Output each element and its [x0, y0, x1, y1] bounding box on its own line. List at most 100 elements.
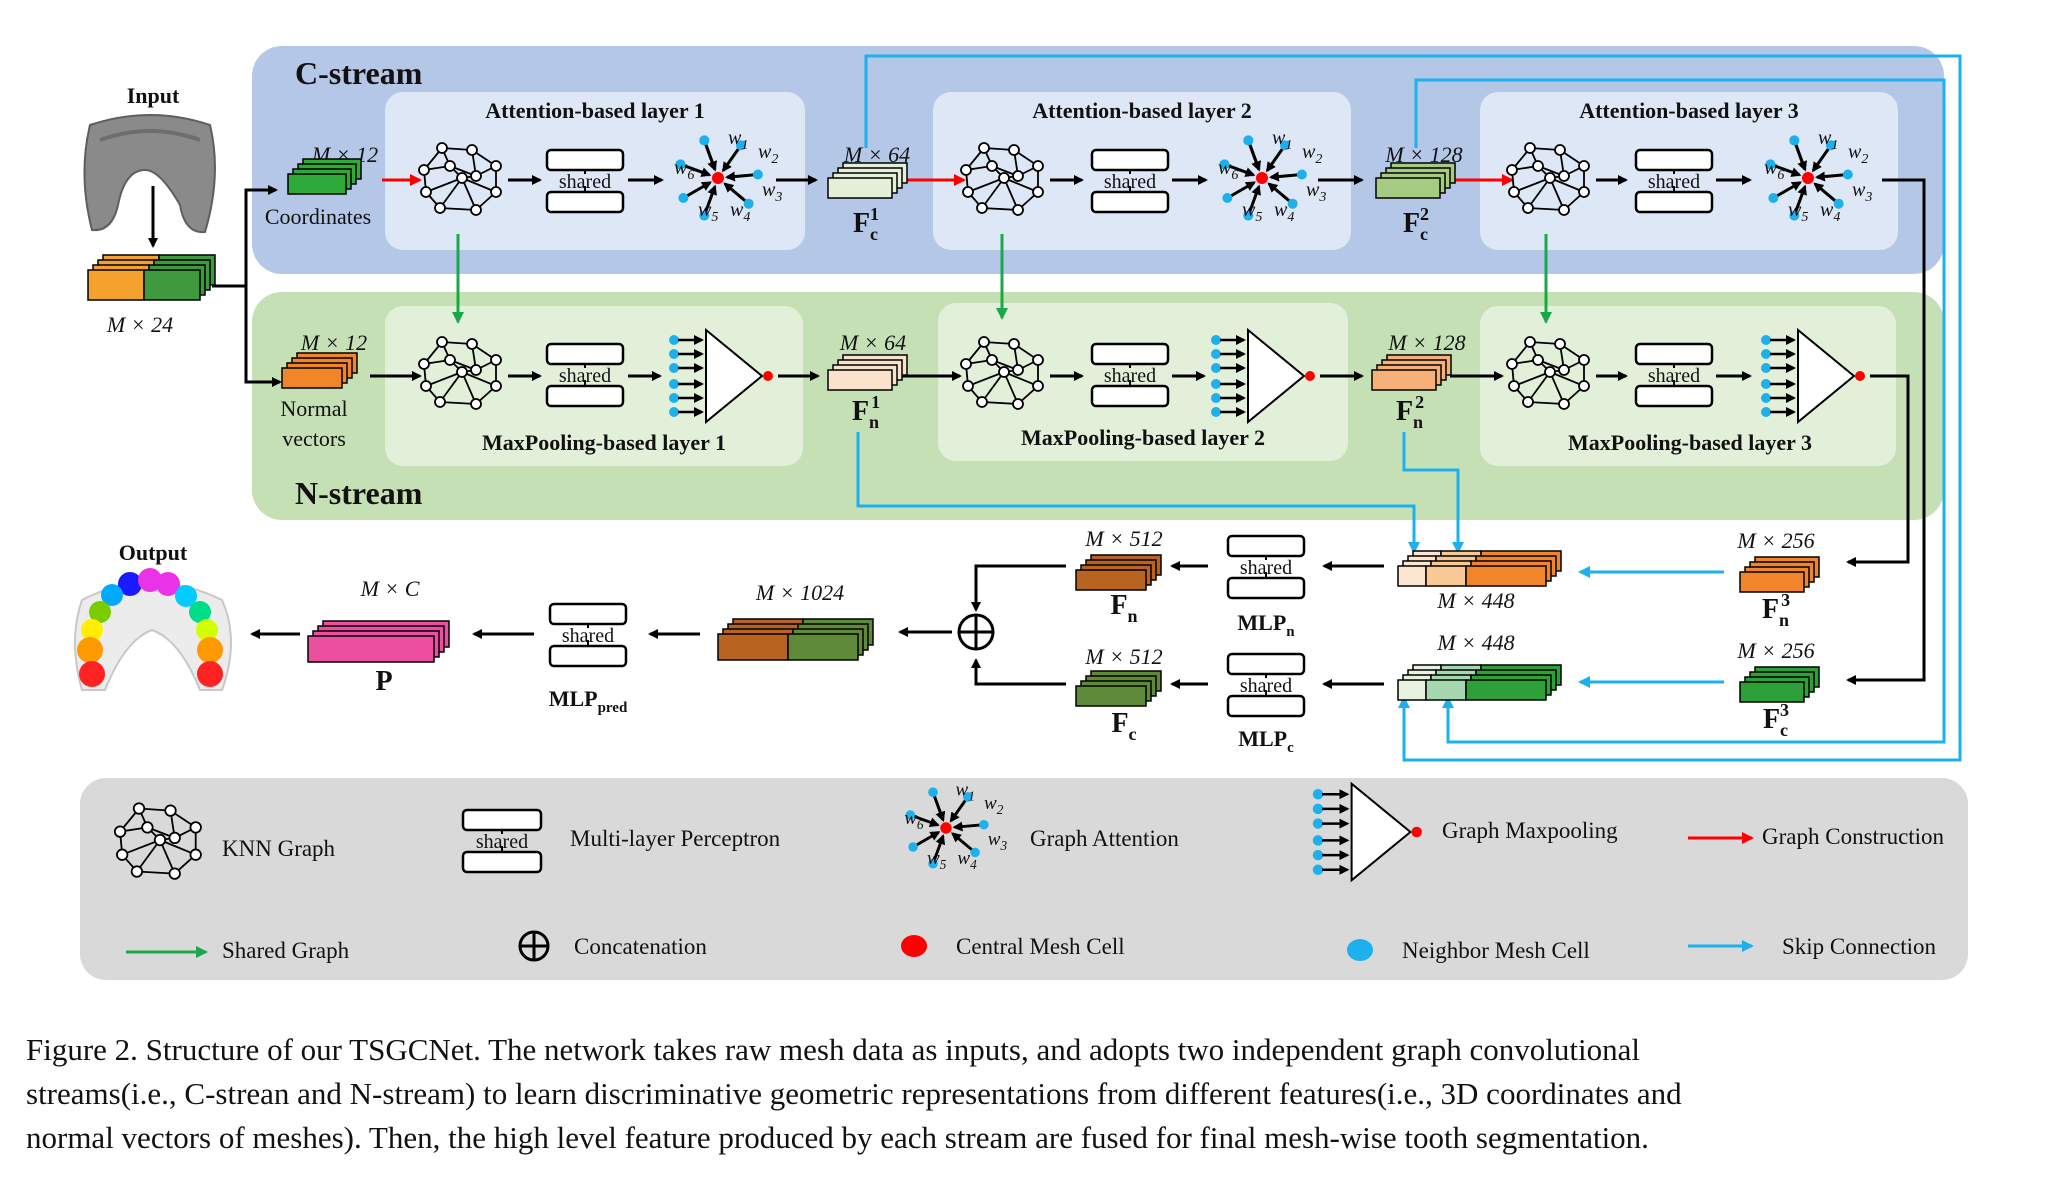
- legend-shared-graph: Shared Graph: [222, 938, 350, 963]
- c-layer-1-title: Attention-based layer 1: [485, 98, 705, 123]
- svg-text:w4: w4: [957, 848, 977, 872]
- svg-text:w2: w2: [1848, 141, 1868, 167]
- legend-neighbor-cell: Neighbor Mesh Cell: [1402, 938, 1590, 963]
- skip-fc1: [864, 54, 1962, 762]
- cat-n-tensor: [1397, 550, 1562, 587]
- n-layer-3-title: MaxPooling-based layer 3: [1568, 430, 1812, 455]
- svg-text:w5: w5: [1788, 199, 1808, 225]
- n-feature-1-label: Fn1: [852, 392, 880, 432]
- c-feature-2-tensor: [1375, 162, 1456, 199]
- concat-dim: M × 1024: [755, 580, 844, 605]
- n-feature-1-dim: M × 64: [839, 330, 906, 355]
- n-stream-title: N-stream: [295, 475, 423, 511]
- fn-dim: M × 512: [1084, 526, 1162, 551]
- n-feature-2-tensor: [1371, 354, 1452, 391]
- fc-label: Fc: [1111, 708, 1136, 744]
- n3-to-fusion: [1858, 374, 1910, 564]
- legend-mlp: Multi-layer Perceptron: [570, 826, 781, 851]
- n-layer-1-title: MaxPooling-based layer 1: [482, 430, 726, 455]
- c-feature-2-label: Fc2: [1403, 204, 1429, 244]
- c-feature-1-tensor: [827, 162, 908, 199]
- svg-text:shared: shared: [1104, 365, 1156, 387]
- n-input-tensor: [281, 352, 358, 389]
- svg-text:w4: w4: [1274, 199, 1294, 225]
- legend-graph-construction: Graph Construction: [1762, 824, 1945, 849]
- svg-text:w1: w1: [956, 780, 975, 804]
- cat-n-dim: M × 448: [1436, 588, 1514, 613]
- c-layer-3-title: Attention-based layer 3: [1579, 98, 1799, 123]
- svg-text:w2: w2: [758, 141, 778, 167]
- c-stream-title: C-stream: [295, 55, 423, 91]
- svg-text:w6: w6: [904, 808, 924, 832]
- figure-caption: Figure 2. Structure of our TSGCNet. The …: [26, 1028, 2020, 1160]
- legend-panel: [80, 778, 1968, 980]
- fc3-label: Fc3: [1763, 700, 1789, 740]
- svg-text:w3: w3: [762, 179, 782, 205]
- output-label: Output: [119, 540, 188, 565]
- input-jaw-image: [83, 114, 216, 234]
- svg-text:shared: shared: [559, 365, 611, 387]
- svg-text:shared: shared: [476, 831, 528, 853]
- fc-tensor: [1075, 670, 1162, 707]
- n-feature-1-tensor: [827, 354, 908, 391]
- legend-skip-connection: Skip Connection: [1782, 934, 1936, 959]
- svg-text:shared: shared: [559, 171, 611, 193]
- svg-text:shared: shared: [1240, 675, 1292, 697]
- svg-text:shared: shared: [1648, 171, 1700, 193]
- c-input-name: Coordinates: [265, 204, 371, 229]
- svg-text:shared: shared: [1648, 365, 1700, 387]
- svg-text:w6: w6: [674, 157, 694, 183]
- output-tensor: [307, 620, 450, 663]
- caption-line-3: normal vectors of meshes). Then, the hig…: [26, 1120, 1649, 1155]
- svg-text:w2: w2: [984, 793, 1004, 817]
- output-segmented-jaw: [74, 568, 232, 691]
- fc-dim: M × 512: [1084, 644, 1162, 669]
- svg-text:w1: w1: [1818, 127, 1838, 153]
- c-feature-1-label: Fc1: [853, 204, 879, 244]
- concat-tensor: [717, 618, 874, 661]
- tsgcnet-diagram: C-stream N-stream Attention-based layer …: [74, 46, 1968, 980]
- svg-text:w1: w1: [1272, 127, 1292, 153]
- svg-text:w3: w3: [1852, 179, 1872, 205]
- svg-text:w5: w5: [1242, 199, 1262, 225]
- input-dim: M × 24: [106, 312, 173, 337]
- n-input-name-line2: vectors: [282, 426, 346, 451]
- svg-text:shared: shared: [562, 625, 614, 647]
- legend-concatenation: Concatenation: [574, 934, 707, 959]
- fn3-dim: M × 256: [1736, 528, 1814, 553]
- mlp-pred-block: shared: [548, 602, 628, 668]
- legend-graph-attention: Graph Attention: [1030, 826, 1179, 851]
- svg-text:w6: w6: [1764, 157, 1784, 183]
- output-name: P: [375, 666, 392, 697]
- n-input-name-line1: Normal: [280, 396, 347, 421]
- mlp-c-block: shared: [1226, 652, 1306, 718]
- mlp-pred-label: MLPpred: [549, 686, 628, 716]
- svg-text:shared: shared: [1104, 171, 1156, 193]
- svg-text:w1: w1: [728, 127, 748, 153]
- legend-knn-graph: KNN Graph: [222, 836, 336, 861]
- fc3-dim: M × 256: [1736, 638, 1814, 663]
- n-input-dim: M × 12: [300, 330, 367, 355]
- svg-text:w6: w6: [1218, 157, 1238, 183]
- n-layer-2-title: MaxPooling-based layer 2: [1021, 425, 1265, 450]
- svg-text:w2: w2: [1302, 141, 1322, 167]
- svg-text:w5: w5: [698, 199, 718, 225]
- cat-c-dim: M × 448: [1436, 630, 1514, 655]
- c-layer-2-title: Attention-based layer 2: [1032, 98, 1252, 123]
- fc3-tensor: [1739, 666, 1820, 703]
- mlp-c-label: MLPc: [1238, 726, 1294, 756]
- c3-to-fusion: [1858, 178, 1926, 682]
- n-feature-2-dim: M × 128: [1387, 330, 1465, 355]
- fn3-tensor: [1739, 556, 1820, 593]
- svg-text:w5: w5: [927, 848, 947, 872]
- caption-line-1: Figure 2. Structure of our TSGCNet. The …: [26, 1032, 1640, 1067]
- fn-tensor: [1075, 554, 1162, 591]
- svg-text:w4: w4: [1820, 199, 1840, 225]
- skip-fn2: [1402, 432, 1460, 544]
- input-tensor: [87, 254, 216, 301]
- n-stream-components: shared shared shared: [370, 327, 1865, 425]
- fn3-label: Fn3: [1762, 590, 1790, 630]
- fn-label: Fn: [1110, 590, 1137, 626]
- svg-text:shared: shared: [1240, 557, 1292, 579]
